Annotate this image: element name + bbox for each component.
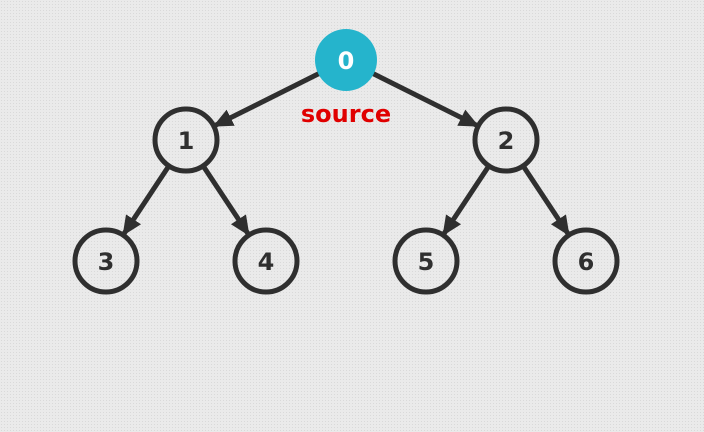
node-label-5: 5 [418, 248, 435, 276]
node-4: 4 [232, 227, 300, 295]
node-0: 0 [315, 29, 377, 91]
node-circle-4 [232, 227, 300, 295]
node-label-1: 1 [178, 127, 195, 155]
node-1: 1 [152, 106, 220, 174]
node-circle-5 [392, 227, 460, 295]
node-label-0: 0 [338, 47, 355, 75]
node-6: 6 [552, 227, 620, 295]
nodes-layer: 0 1 2 3 4 5 6 [72, 29, 620, 295]
edge-0-to-2 [371, 71, 480, 129]
node-circle-2 [472, 106, 540, 174]
node-5: 5 [392, 227, 460, 295]
edge-2-to-5 [441, 163, 492, 237]
node-label-3: 3 [98, 248, 115, 276]
node-label-4: 4 [258, 248, 275, 276]
node-3: 3 [72, 227, 140, 295]
edge-2-to-6 [520, 163, 571, 237]
edge-1-to-4 [200, 163, 251, 237]
node-circle-0 [315, 29, 377, 91]
edges-layer [121, 71, 571, 237]
node-circle-1 [152, 106, 220, 174]
edge-0-to-1 [212, 71, 321, 129]
node-2: 2 [472, 106, 540, 174]
node-circle-3 [72, 227, 140, 295]
edge-1-to-3 [121, 163, 172, 237]
source-label: source [301, 100, 391, 128]
node-circle-6 [552, 227, 620, 295]
node-label-6: 6 [578, 248, 595, 276]
node-label-2: 2 [498, 127, 515, 155]
